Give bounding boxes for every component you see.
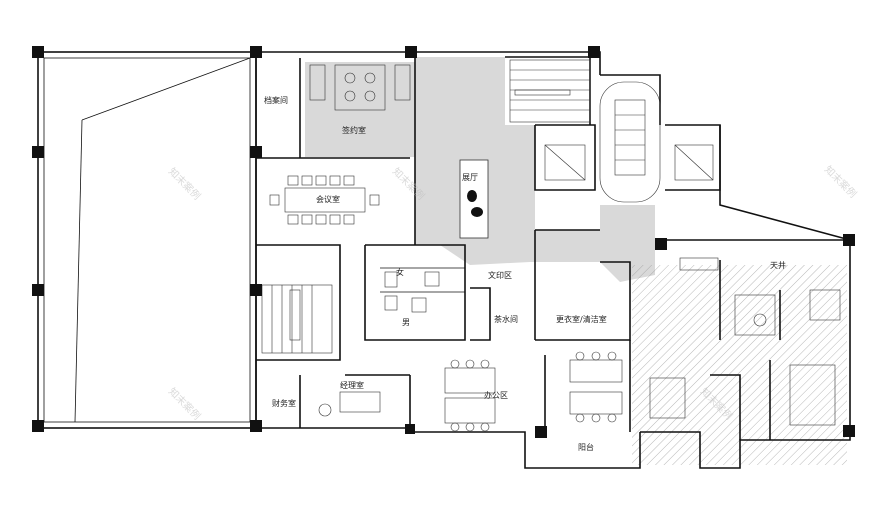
label-chashui: 茶水间 xyxy=(494,314,518,324)
meeting-table xyxy=(269,175,380,225)
exhibition-hall xyxy=(37,51,257,429)
office-desks-left xyxy=(444,359,496,432)
label-bangong: 办公区 xyxy=(484,390,508,400)
manager-desk xyxy=(318,391,381,417)
watermark-1: 知末案例 xyxy=(166,165,203,202)
label-jingli: 经理室 xyxy=(340,380,364,390)
label-gengyi: 更衣室/清洁室 xyxy=(556,314,607,324)
toilet-fixtures xyxy=(384,271,440,313)
stair-core-circular xyxy=(599,81,661,203)
reception-desk xyxy=(459,159,489,239)
elevator-left xyxy=(544,144,586,181)
stairs-west xyxy=(261,284,333,354)
label-wenyin: 文印区 xyxy=(488,270,512,280)
label-zhanting: 展厅 xyxy=(462,173,478,182)
watermark-3: 知末案例 xyxy=(822,163,859,200)
room-labels: 档案间 签约室 会议室 展厅 女 男 文印区 茶水间 更衣室/清洁室 经理室 办… xyxy=(264,95,786,452)
label-yangtai: 阳台 xyxy=(578,442,594,452)
label-nan: 男 xyxy=(402,318,410,327)
label-nv: 女 xyxy=(396,267,404,277)
label-tianjing: 天井 xyxy=(770,260,786,270)
office-desks-right xyxy=(569,351,623,423)
signing-table xyxy=(309,64,411,111)
label-dangan: 档案间 xyxy=(264,95,288,105)
label-caiwu: 财务室 xyxy=(272,398,296,408)
label-huiyi: 会议室 xyxy=(316,194,340,204)
elevator-right xyxy=(674,144,714,181)
columns xyxy=(32,46,855,438)
apartment-fixtures xyxy=(649,257,841,426)
stairs-north xyxy=(509,59,591,123)
watermark-4: 知末案例 xyxy=(166,385,203,422)
interior-walls xyxy=(256,56,781,440)
label-qianyue: 签约室 xyxy=(342,125,366,135)
